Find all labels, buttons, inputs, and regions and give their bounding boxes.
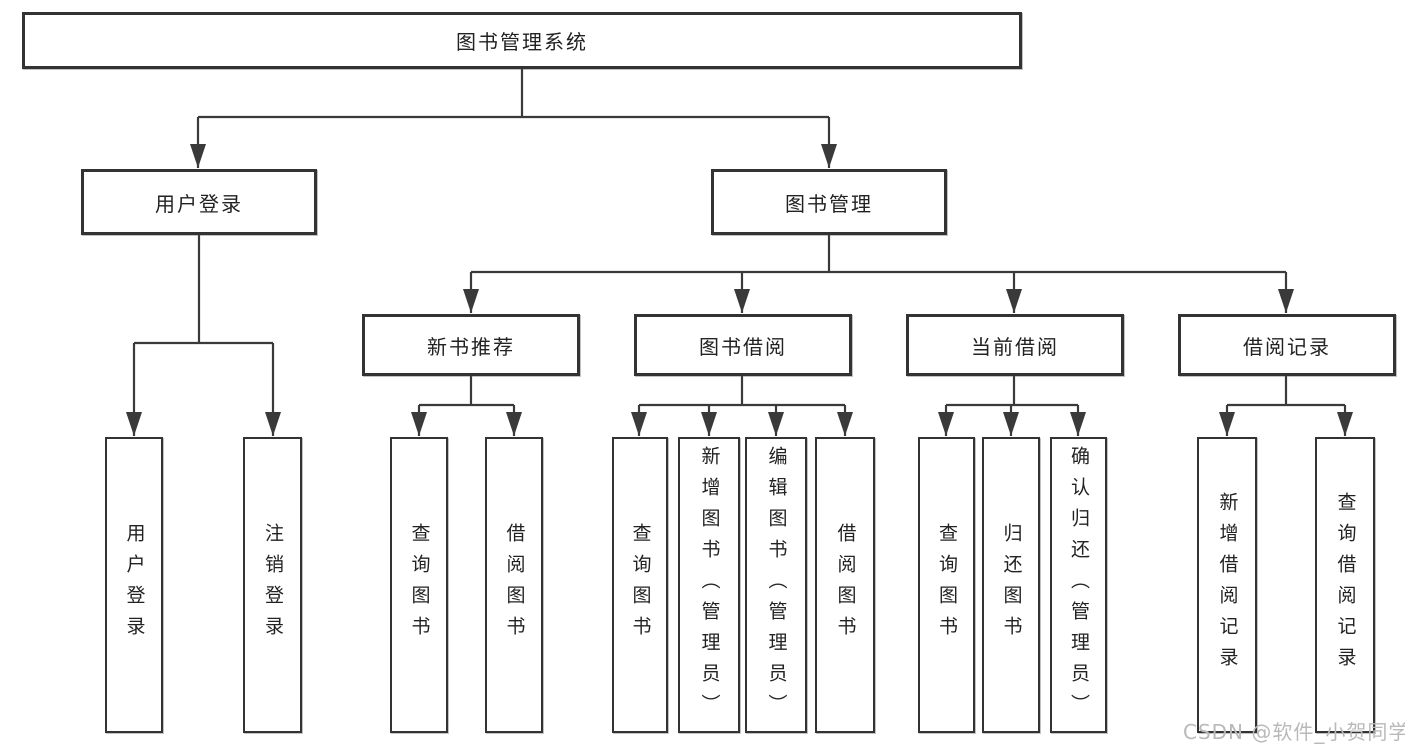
node-current-borrowing: 当前借阅: [906, 314, 1124, 376]
leaf-borrow-books-recommend: 借阅图书: [485, 437, 543, 733]
leaf-add-borrow-record: 新增借阅记录: [1197, 437, 1257, 733]
leaf-logout: 注销登录: [243, 437, 302, 733]
leaf-confirm-return-admin: 确认归还（管理员）: [1050, 437, 1107, 733]
leaf-add-book-admin-label: 新增图书（管理员）: [698, 445, 721, 725]
leaf-user-login-label: 用户登录: [123, 523, 146, 647]
node-book-borrowing-label: 图书借阅: [699, 334, 787, 359]
node-book-management: 图书管理: [711, 169, 947, 235]
leaf-confirm-return-admin-label: 确认归还（管理员）: [1068, 445, 1090, 725]
leaf-query-borrow-record-label: 查询借阅记录: [1334, 492, 1357, 678]
node-user-login: 用户登录: [81, 169, 317, 235]
leaf-query-books-current-label: 查询图书: [936, 523, 958, 647]
connector-arrows: [126, 117, 1353, 436]
leaf-edit-book-admin: 编辑图书（管理员）: [745, 437, 807, 733]
node-borrowing-records: 借阅记录: [1178, 314, 1396, 376]
connector-line: [134, 69, 1345, 407]
leaf-edit-book-admin-label: 编辑图书（管理员）: [765, 445, 788, 725]
leaf-query-books-current: 查询图书: [918, 437, 975, 733]
leaf-return-books-label: 归还图书: [1000, 523, 1023, 647]
leaf-logout-label: 注销登录: [262, 523, 284, 647]
leaf-query-books-borrowing: 查询图书: [612, 437, 668, 733]
watermark: CSDN @软件_小贺同学: [1183, 720, 1405, 744]
leaf-borrow-books-borrowing: 借阅图书: [815, 437, 875, 733]
node-new-book-recommend-label: 新书推荐: [427, 334, 515, 359]
node-root-label: 图书管理系统: [456, 30, 588, 54]
leaf-borrow-books-recommend-label: 借阅图书: [503, 523, 526, 647]
leaf-query-books-recommend: 查询图书: [390, 437, 448, 733]
node-borrowing-records-label: 借阅记录: [1243, 334, 1331, 359]
node-book-management-label: 图书管理: [785, 191, 873, 216]
leaf-add-book-admin: 新增图书（管理员）: [678, 437, 740, 733]
leaf-return-books: 归还图书: [982, 437, 1040, 733]
leaf-borrow-books-borrowing-label: 借阅图书: [834, 523, 857, 647]
node-root: 图书管理系统: [22, 12, 1022, 69]
leaf-add-borrow-record-label: 新增借阅记录: [1216, 492, 1239, 678]
leaf-query-books-recommend-label: 查询图书: [408, 523, 431, 647]
node-new-book-recommend: 新书推荐: [362, 314, 580, 376]
node-user-login-label: 用户登录: [155, 191, 243, 216]
leaf-query-books-borrowing-label: 查询图书: [629, 523, 652, 647]
node-current-borrowing-label: 当前借阅: [971, 334, 1059, 359]
node-book-borrowing: 图书借阅: [634, 314, 852, 376]
leaf-user-login: 用户登录: [105, 437, 163, 733]
leaf-query-borrow-record: 查询借阅记录: [1315, 437, 1375, 733]
